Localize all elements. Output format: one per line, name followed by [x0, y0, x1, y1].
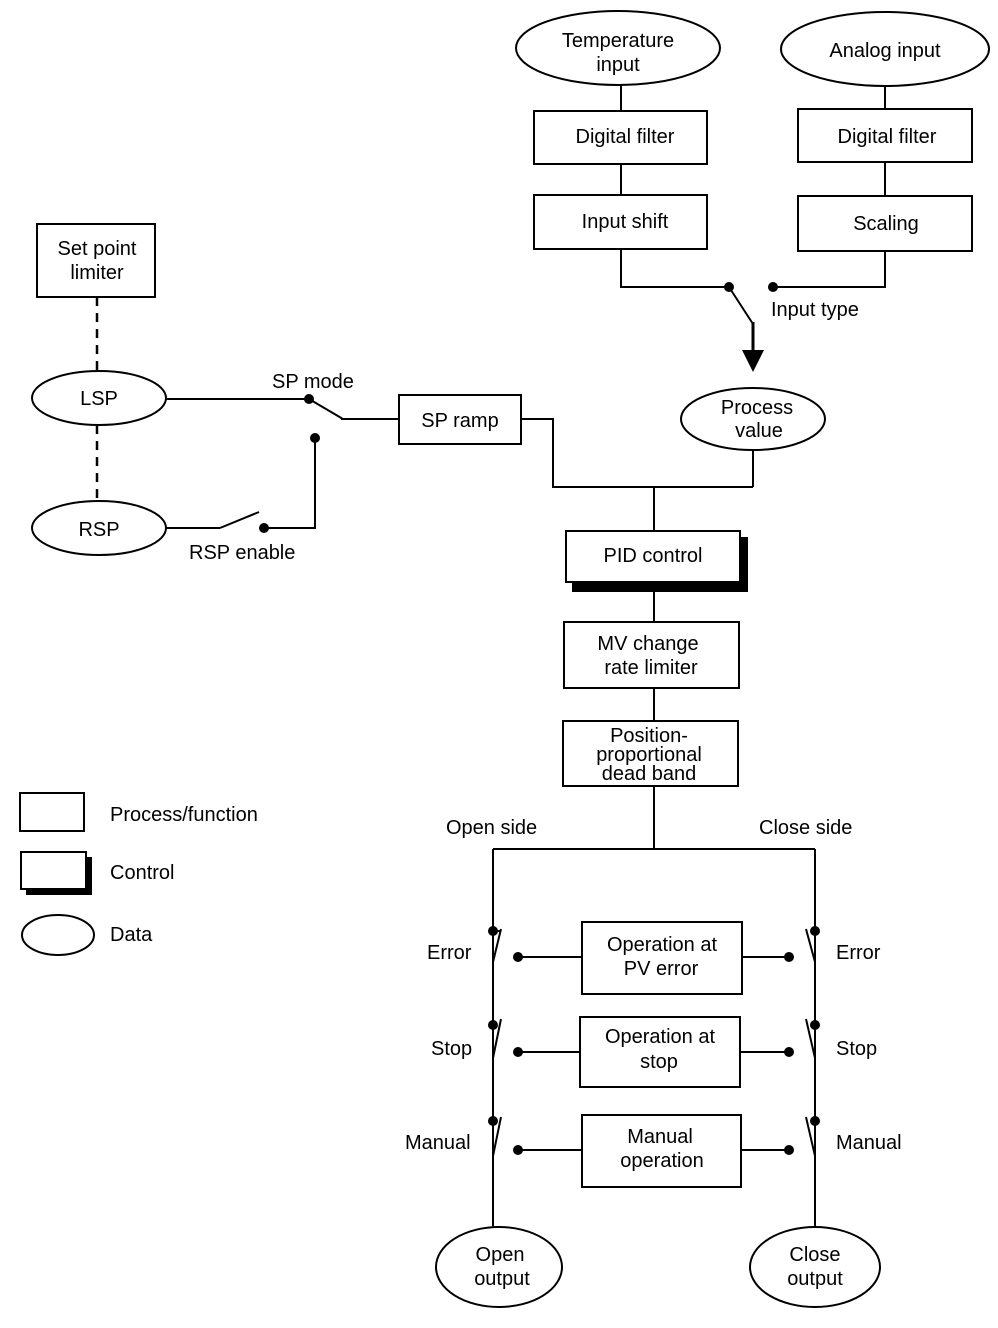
set-point-limiter-box: Set point limiter: [36, 223, 156, 298]
scaling-label: Scaling: [853, 213, 919, 235]
scaling-box: Scaling: [797, 195, 973, 252]
operation-at-pv-error-line-2: PV error: [624, 958, 699, 980]
pid-control-label: PID control: [604, 545, 703, 567]
legend: Process/function Control Data: [19, 792, 258, 956]
open-output-node: Open output: [435, 1226, 563, 1308]
position-proportional-dead-band-box: Position- proportional dead band: [562, 720, 739, 787]
dead-band-line-1: Position-: [610, 725, 688, 747]
legend-process-function-label: Process/function: [110, 804, 258, 826]
sp-ramp-label: SP ramp: [421, 410, 498, 432]
close-output-line-1: Close: [789, 1244, 840, 1266]
manual-right-label: Manual: [836, 1132, 902, 1154]
mv-change-rate-limiter-line-1: MV change: [597, 633, 698, 655]
mv-change-rate-limiter-line-2: rate limiter: [604, 657, 698, 679]
digital-filter-analog-box: Digital filter: [797, 108, 973, 163]
operation-at-stop-line-1: Operation at: [605, 1026, 716, 1048]
digital-filter-temperature-label: Digital filter: [576, 126, 675, 148]
set-point-limiter-line-1: Set point: [58, 238, 137, 260]
temperature-input-line-2: input: [596, 54, 640, 76]
rsp-enable-label: RSP enable: [189, 542, 295, 564]
manual-left-label: Manual: [405, 1132, 471, 1154]
mv-change-rate-limiter-box: MV change rate limiter: [563, 621, 740, 689]
manual-operation-line-2: operation: [620, 1150, 703, 1172]
process-value-node: Process value: [680, 387, 826, 451]
legend-control-label: Control: [110, 862, 174, 884]
process-value-line-2: value: [735, 420, 783, 442]
rsp-label: RSP: [78, 519, 119, 541]
input-type-label: Input type: [771, 299, 859, 321]
close-output-node: Close output: [749, 1226, 881, 1308]
error-right-label: Error: [836, 942, 881, 964]
stop-right-label: Stop: [836, 1038, 877, 1060]
operation-at-stop-box: Operation at stop: [579, 1016, 741, 1088]
input-shift-box: Input shift: [533, 194, 708, 250]
legend-control-swatch: [20, 851, 87, 890]
connection-lines: [165, 84, 886, 1232]
sp-ramp-box: SP ramp: [398, 394, 522, 445]
operation-at-stop-line-2: stop: [640, 1051, 678, 1073]
stop-left-label: Stop: [431, 1038, 472, 1060]
switch-contacts: [259, 282, 820, 1155]
sp-mode-label: SP mode: [272, 371, 354, 393]
rsp-node: RSP: [31, 500, 167, 556]
set-point-limiter-line-2: limiter: [70, 262, 124, 284]
open-output-line-1: Open: [476, 1244, 525, 1266]
legend-control: Control: [20, 851, 174, 895]
manual-operation-line-1: Manual: [627, 1126, 693, 1148]
operation-at-pv-error-box: Operation at PV error: [581, 921, 743, 995]
manual-operation-box: Manual operation: [581, 1114, 742, 1188]
legend-process-swatch: [19, 792, 85, 832]
dead-band-line-2: proportional: [596, 744, 702, 766]
temperature-input-node: Temperature input: [515, 10, 721, 86]
analog-input-node: Analog input: [780, 11, 990, 87]
temperature-input-line-1: Temperature: [562, 30, 674, 52]
pid-control-box: PID control: [565, 530, 748, 592]
close-output-line-2: output: [787, 1268, 843, 1290]
digital-filter-analog-label: Digital filter: [838, 126, 937, 148]
legend-data: Data: [21, 914, 153, 956]
process-value-line-1: Process: [721, 397, 793, 419]
operation-at-pv-error-line-1: Operation at: [607, 934, 718, 956]
analog-input-label: Analog input: [829, 40, 941, 62]
legend-process-function: Process/function: [19, 792, 258, 832]
error-left-label: Error: [427, 942, 472, 964]
digital-filter-temperature-box: Digital filter: [533, 110, 708, 165]
lsp-node: LSP: [31, 370, 167, 426]
legend-data-swatch: [21, 914, 95, 956]
connection-labels: Input type SP mode RSP enable Open side …: [189, 299, 902, 1154]
open-side-label: Open side: [446, 817, 537, 839]
lsp-label: LSP: [80, 388, 118, 410]
input-shift-label: Input shift: [582, 211, 669, 233]
legend-data-label: Data: [110, 924, 153, 946]
close-side-label: Close side: [759, 817, 852, 839]
dead-band-line-3: dead band: [602, 763, 697, 785]
open-output-line-2: output: [474, 1268, 530, 1290]
